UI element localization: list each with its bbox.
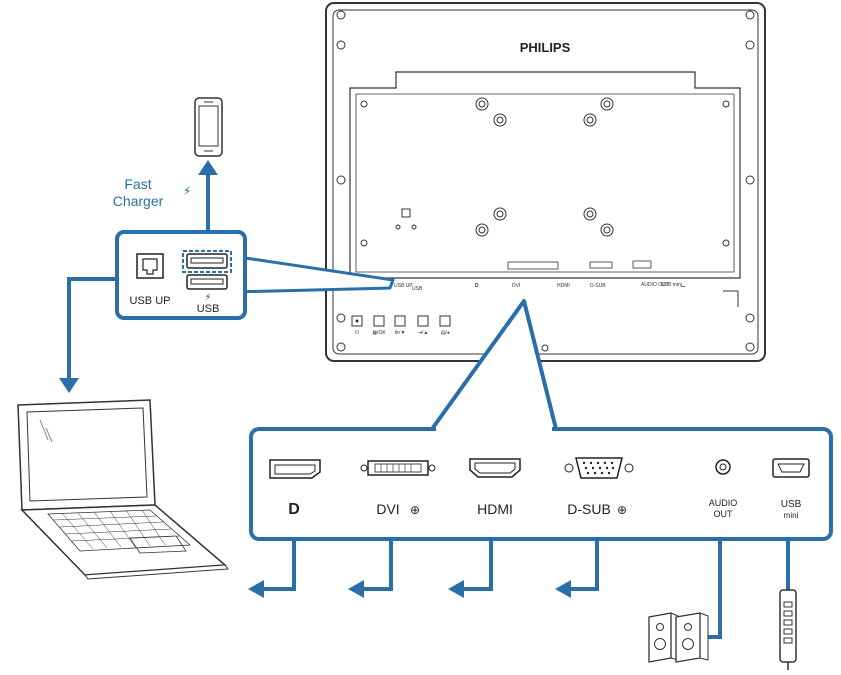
dsub-port-icon xyxy=(564,457,634,479)
rear-label-dsub: D-SUB xyxy=(590,283,606,289)
osd-btn-1: ⏻ xyxy=(355,330,359,336)
monitor-rear: PHILIPS USB UP USB D DVI HDMI D-S xyxy=(325,2,766,362)
fast-charger-label-1: Fast xyxy=(124,176,151,192)
osd-btn-5: ▤/◂ xyxy=(441,330,450,336)
charge-icon: ⚡ xyxy=(205,292,211,302)
arrow-heads xyxy=(248,580,571,598)
osd-remote-icon xyxy=(779,589,797,670)
dvi-input-icon: ⊕ xyxy=(410,503,420,517)
osd-buttons: ⏻ ▦/OK ⚙/▼ ⇥/▲ ▤/◂ xyxy=(351,315,451,336)
displayport-port-icon xyxy=(269,459,321,479)
usb-up-label: USB UP xyxy=(130,295,171,307)
rear-label-hdmi: HDMI xyxy=(557,283,570,289)
rear-label-usbmini: USB mini xyxy=(661,282,682,288)
fast-charger-label-2: Charger xyxy=(113,193,164,209)
rear-label-power: ⎓ xyxy=(681,284,685,290)
smartphone-icon xyxy=(194,97,223,157)
hdmi-port-icon xyxy=(469,458,521,478)
laptop-icon xyxy=(17,399,229,580)
arrow-to-phone xyxy=(198,160,218,232)
usb-b-port-icon xyxy=(136,253,164,279)
dsub-input-icon: ⊕ xyxy=(617,503,627,517)
cable-arrows xyxy=(262,541,790,639)
usb-mini-label-2: mini xyxy=(784,511,799,520)
dvi-port-icon xyxy=(360,460,436,476)
audio-label-2: OUT xyxy=(714,509,734,519)
osd-btn-2: ▦/OK xyxy=(372,330,386,336)
rear-label-audio: AUDIO OUT xyxy=(641,282,669,288)
rear-label-usbup: USB UP xyxy=(394,283,413,289)
audio-jack-icon xyxy=(715,459,731,475)
usb-callout: USB UP ⚡ USB xyxy=(115,230,395,320)
osd-btn-4: ⇥/▲ xyxy=(418,330,429,336)
hdmi-label: HDMI xyxy=(477,501,513,517)
displayport-label: D xyxy=(288,501,300,518)
speakers-icon xyxy=(648,612,709,663)
usb-mini-label-1: USB xyxy=(781,499,802,510)
usb-label: USB xyxy=(197,303,220,315)
rear-label-dp: D xyxy=(475,283,479,289)
rear-label-usb: USB xyxy=(412,286,423,292)
vesa-screws xyxy=(360,97,730,247)
ports-callout: D DVI ⊕ HDMI xyxy=(249,299,833,541)
rear-label-dvi: DVI xyxy=(512,283,520,289)
audio-label-1: AUDIO xyxy=(709,498,738,508)
lightning-icon: ⚡ xyxy=(183,184,191,198)
dsub-label: D-SUB xyxy=(567,501,611,517)
brand-logo: PHILIPS xyxy=(520,40,571,55)
arrow-to-laptop xyxy=(59,277,117,393)
dvi-label: DVI xyxy=(376,501,399,517)
usb-a-ports-icon xyxy=(182,250,232,290)
usb-mini-port-icon xyxy=(772,458,810,478)
osd-btn-3: ⚙/▼ xyxy=(395,330,406,336)
